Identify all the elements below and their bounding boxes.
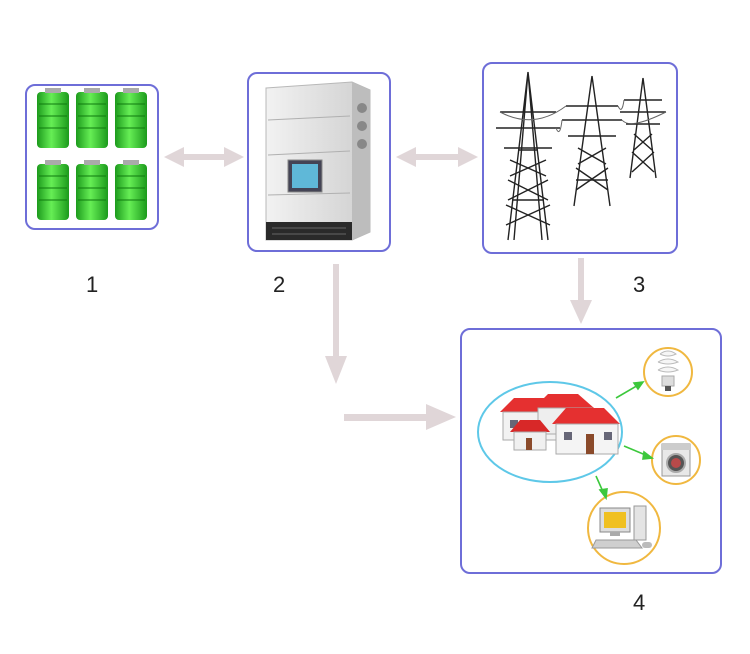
label-home-loads: 4 — [633, 590, 646, 615]
house-cluster-ring — [477, 381, 623, 483]
load-arrows — [595, 381, 655, 501]
transmission-tower-icon — [496, 71, 667, 241]
label-power-grid: 3 — [633, 272, 646, 297]
house-icon — [500, 394, 620, 455]
label-inverter: 2 — [273, 272, 286, 297]
label-battery-bank: 1 — [86, 272, 99, 297]
computer-icon — [591, 505, 652, 549]
battery-icon — [37, 88, 147, 220]
flow-arrows — [164, 147, 592, 430]
light-bulb-icon — [657, 350, 680, 391]
washing-machine-icon — [661, 443, 691, 477]
inverter-icon — [265, 81, 371, 241]
